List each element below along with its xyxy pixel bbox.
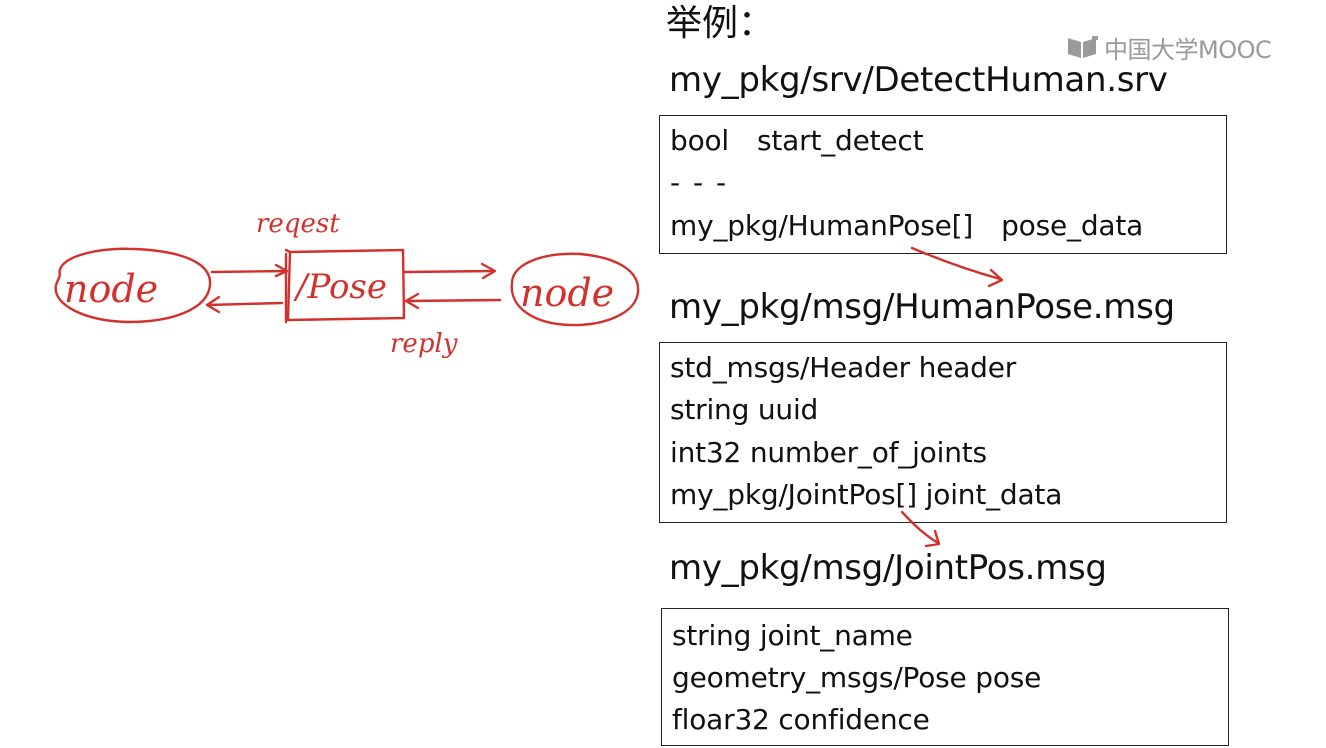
example-heading: 举例：: [666, 3, 775, 44]
jointpos-line: geometry_msgs/Pose pose: [672, 661, 1042, 694]
pose-data-link-arrow: [910, 246, 1002, 281]
joint-data-link-arrow: [900, 510, 940, 545]
srv-line-3: my_pkg/HumanPose[] pose_data: [670, 209, 1143, 243]
srv-definition-box: bool start_detect - - - my_pkg/HumanPose[…: [659, 115, 1227, 254]
jointpos-definition-box: string joint_name geometry_msgs/Pose pos…: [661, 608, 1229, 746]
srv-line-1: bool start_detect: [670, 124, 924, 158]
mooc-logo: 中国大学MOOC: [1066, 32, 1272, 64]
jointpos-line: string joint_name: [672, 619, 913, 652]
right-node-ellipse: [510, 252, 640, 327]
humanpose-line: string uuid: [670, 393, 819, 426]
request-arrow: [210, 269, 288, 274]
humanpose-file-title: my_pkg/msg/HumanPose.msg: [669, 287, 1175, 327]
jointpos-line: floar32 confidence: [672, 703, 930, 736]
logo-text: 中国大学MOOC: [1104, 35, 1272, 64]
humanpose-line: my_pkg/JointPos[] joint_data: [670, 478, 1063, 511]
field-name: pose_data: [1001, 209, 1144, 242]
reply-arrow-right: [405, 298, 502, 303]
reply-arrow-left: [206, 301, 284, 307]
field-type: my_pkg/HumanPose[]: [670, 209, 974, 242]
right-node-label: node: [520, 271, 614, 315]
srv-file-title: my_pkg/srv/DetectHuman.srv: [669, 60, 1168, 100]
jointpos-file-title: my_pkg/msg/JointPos.msg: [669, 548, 1107, 588]
humanpose-line: std_msgs/Header header: [670, 351, 1017, 384]
left-node-ellipse: [54, 247, 212, 324]
field-type: bool: [670, 124, 730, 157]
service-box: [286, 248, 406, 322]
field-name: start_detect: [757, 124, 924, 157]
request-label: reqest: [256, 209, 340, 239]
forward-arrow: [403, 269, 496, 274]
srv-separator: - - -: [670, 166, 729, 199]
reply-label: reply: [390, 329, 458, 359]
service-label: /Pose: [293, 267, 387, 307]
humanpose-line: int32 number_of_joints: [670, 436, 987, 469]
left-node-label: node: [64, 267, 158, 311]
mooc-book-icon: [1068, 36, 1098, 58]
humanpose-definition-box: std_msgs/Header header string uuid int32…: [659, 342, 1227, 523]
